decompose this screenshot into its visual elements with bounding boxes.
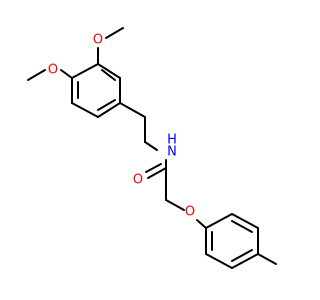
ring1-bond: [97, 102, 121, 118]
bond-o-ether-ring: [196, 219, 207, 229]
oxygen-methoxy-top-label: O: [93, 33, 103, 48]
bond-carbonyl-c-o-double: [145, 163, 162, 173]
ring1-double-bond: [101, 69, 116, 81]
bond-carbonyl-c-o: [147, 167, 167, 179]
molecule-structure-diagram: O O N H O O: [27, 27, 277, 269]
bond-ring-methyl: [257, 253, 277, 265]
ring2-bond: [231, 213, 259, 229]
nitrogen-amide-label: N: [167, 145, 177, 160]
ring1-bond: [97, 63, 121, 79]
hydrogen-amide-label: H: [167, 133, 177, 148]
ring1-double-bond: [97, 99, 116, 111]
bond-ch2-n: [144, 141, 158, 151]
oxygen-methoxy-left-label: O: [48, 63, 58, 78]
ring1-bond: [71, 63, 99, 79]
bond-ch2-o-ether: [165, 199, 185, 211]
oxygen-ether-label: O: [185, 205, 195, 220]
ring2-double-bond: [231, 249, 253, 262]
ring1-bond: [71, 102, 99, 118]
bond-ring-ch2: [119, 102, 146, 118]
bond-o-left-ring: [60, 69, 73, 79]
ring2-bond: [231, 253, 259, 269]
ring2-bond: [205, 213, 233, 229]
bond-methyl-o-left: [27, 69, 46, 81]
oxygen-carbonyl-label: O: [133, 173, 143, 188]
bonds: [27, 27, 277, 269]
bond-methyl-o-top: [105, 27, 124, 39]
ring2-double-bond: [231, 220, 253, 233]
ring2-bond: [205, 253, 233, 269]
atom-labels: O O N H O O: [48, 33, 195, 220]
